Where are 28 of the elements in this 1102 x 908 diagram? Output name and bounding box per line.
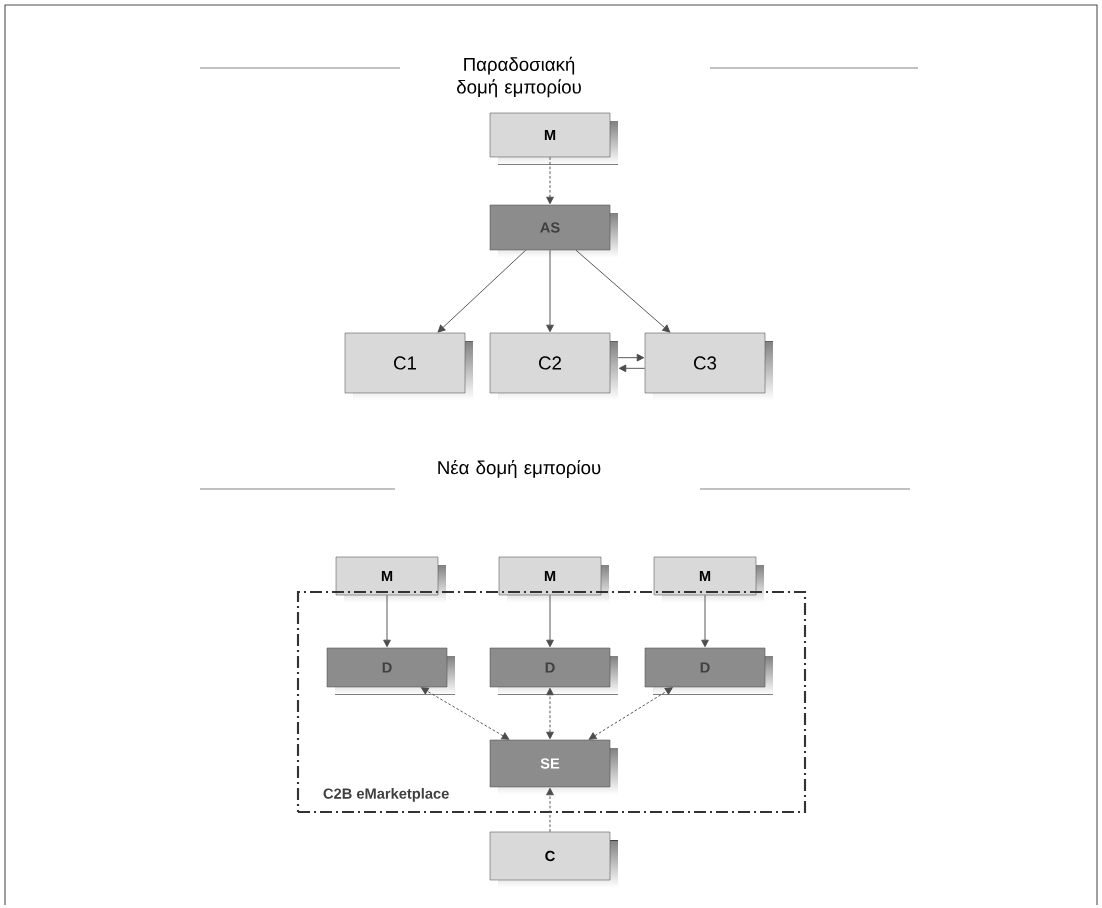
arrow [437, 249, 527, 333]
process-box: AS [489, 204, 618, 258]
process-box: M [653, 556, 764, 603]
arrow [383, 594, 391, 648]
arrow [546, 594, 554, 648]
arrow [588, 687, 673, 740]
process-box: D [644, 647, 773, 695]
section-heading: Παραδοσιακή δομή εμπορίου [457, 56, 581, 98]
process-box: D [326, 647, 455, 695]
process-box: C2 [489, 332, 618, 401]
arrow [546, 787, 554, 833]
arrow [701, 594, 709, 648]
process-box: D [489, 647, 618, 695]
process-box: SE [489, 739, 618, 795]
process-box: C3 [644, 332, 773, 401]
process-box: C1 [344, 332, 473, 401]
arrow [617, 353, 645, 362]
process-box: M [335, 556, 446, 603]
arrow [546, 156, 554, 205]
arrow [546, 687, 554, 740]
arrow [575, 249, 671, 333]
process-box: C [489, 831, 618, 888]
section-heading: Νέα δομή εμπορίου [438, 460, 601, 478]
process-box: M [498, 556, 609, 603]
arrow [618, 364, 646, 373]
process-box: M [489, 112, 618, 165]
arrow [421, 687, 510, 740]
arrow [546, 249, 554, 333]
